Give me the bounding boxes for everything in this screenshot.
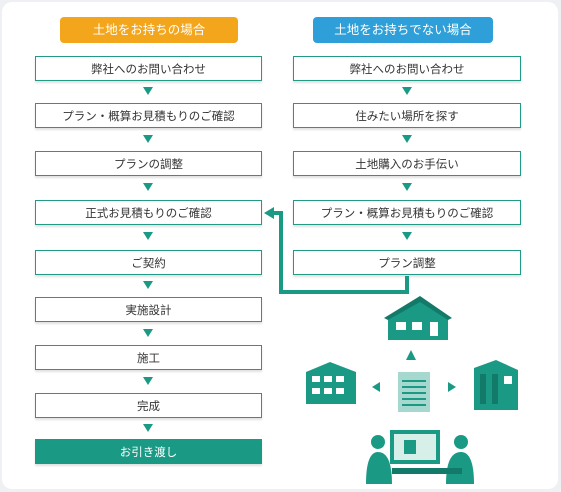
left-step-contract: ご契約	[35, 250, 262, 275]
house-icon	[384, 296, 452, 340]
arrow-down-icon	[143, 232, 153, 240]
arrow-down-icon	[143, 135, 153, 143]
arrow-down-icon	[402, 87, 412, 95]
arrow-down-icon	[402, 135, 412, 143]
left-step-plan-estimate: プラン・概算お見積もりのご確認	[35, 103, 262, 128]
arrow-down-icon	[143, 329, 153, 337]
meeting-people-icon	[366, 430, 474, 484]
left-step-inquiry: 弊社へのお問い合わせ	[35, 56, 262, 81]
right-step-find-location: 住みたい場所を探す	[293, 103, 521, 128]
apartment-icon	[306, 362, 356, 404]
right-step-plan-estimate: プラン・概算お見積もりのご確認	[293, 200, 521, 225]
blueprint-icon	[398, 372, 430, 412]
arrow-down-icon	[402, 232, 412, 240]
left-step-construction: 施工	[35, 345, 262, 370]
arrow-down-icon	[143, 183, 153, 191]
arrow-down-icon	[143, 281, 153, 289]
left-step-formal-estimate: 正式お見積もりのご確認	[35, 200, 262, 225]
right-step-land-purchase: 土地購入のお手伝い	[293, 151, 521, 176]
arrow-down-icon	[143, 424, 153, 432]
header-no-land: 土地をお持ちでない場合	[313, 17, 493, 43]
left-step-completion: 完成	[35, 393, 262, 418]
arrow-down-icon	[143, 377, 153, 385]
arrow-down-icon	[143, 87, 153, 95]
left-step-plan-adjust: プランの調整	[35, 151, 262, 176]
right-step-inquiry: 弊社へのお問い合わせ	[293, 56, 521, 81]
left-step-handover: お引き渡し	[35, 439, 262, 464]
left-step-detailed-design: 実施設計	[35, 297, 262, 322]
right-step-plan-adjust: プラン調整	[293, 250, 521, 275]
commercial-building-icon	[474, 360, 518, 410]
arrow-down-icon	[402, 183, 412, 191]
header-owns-land: 土地をお持ちの場合	[60, 17, 238, 43]
